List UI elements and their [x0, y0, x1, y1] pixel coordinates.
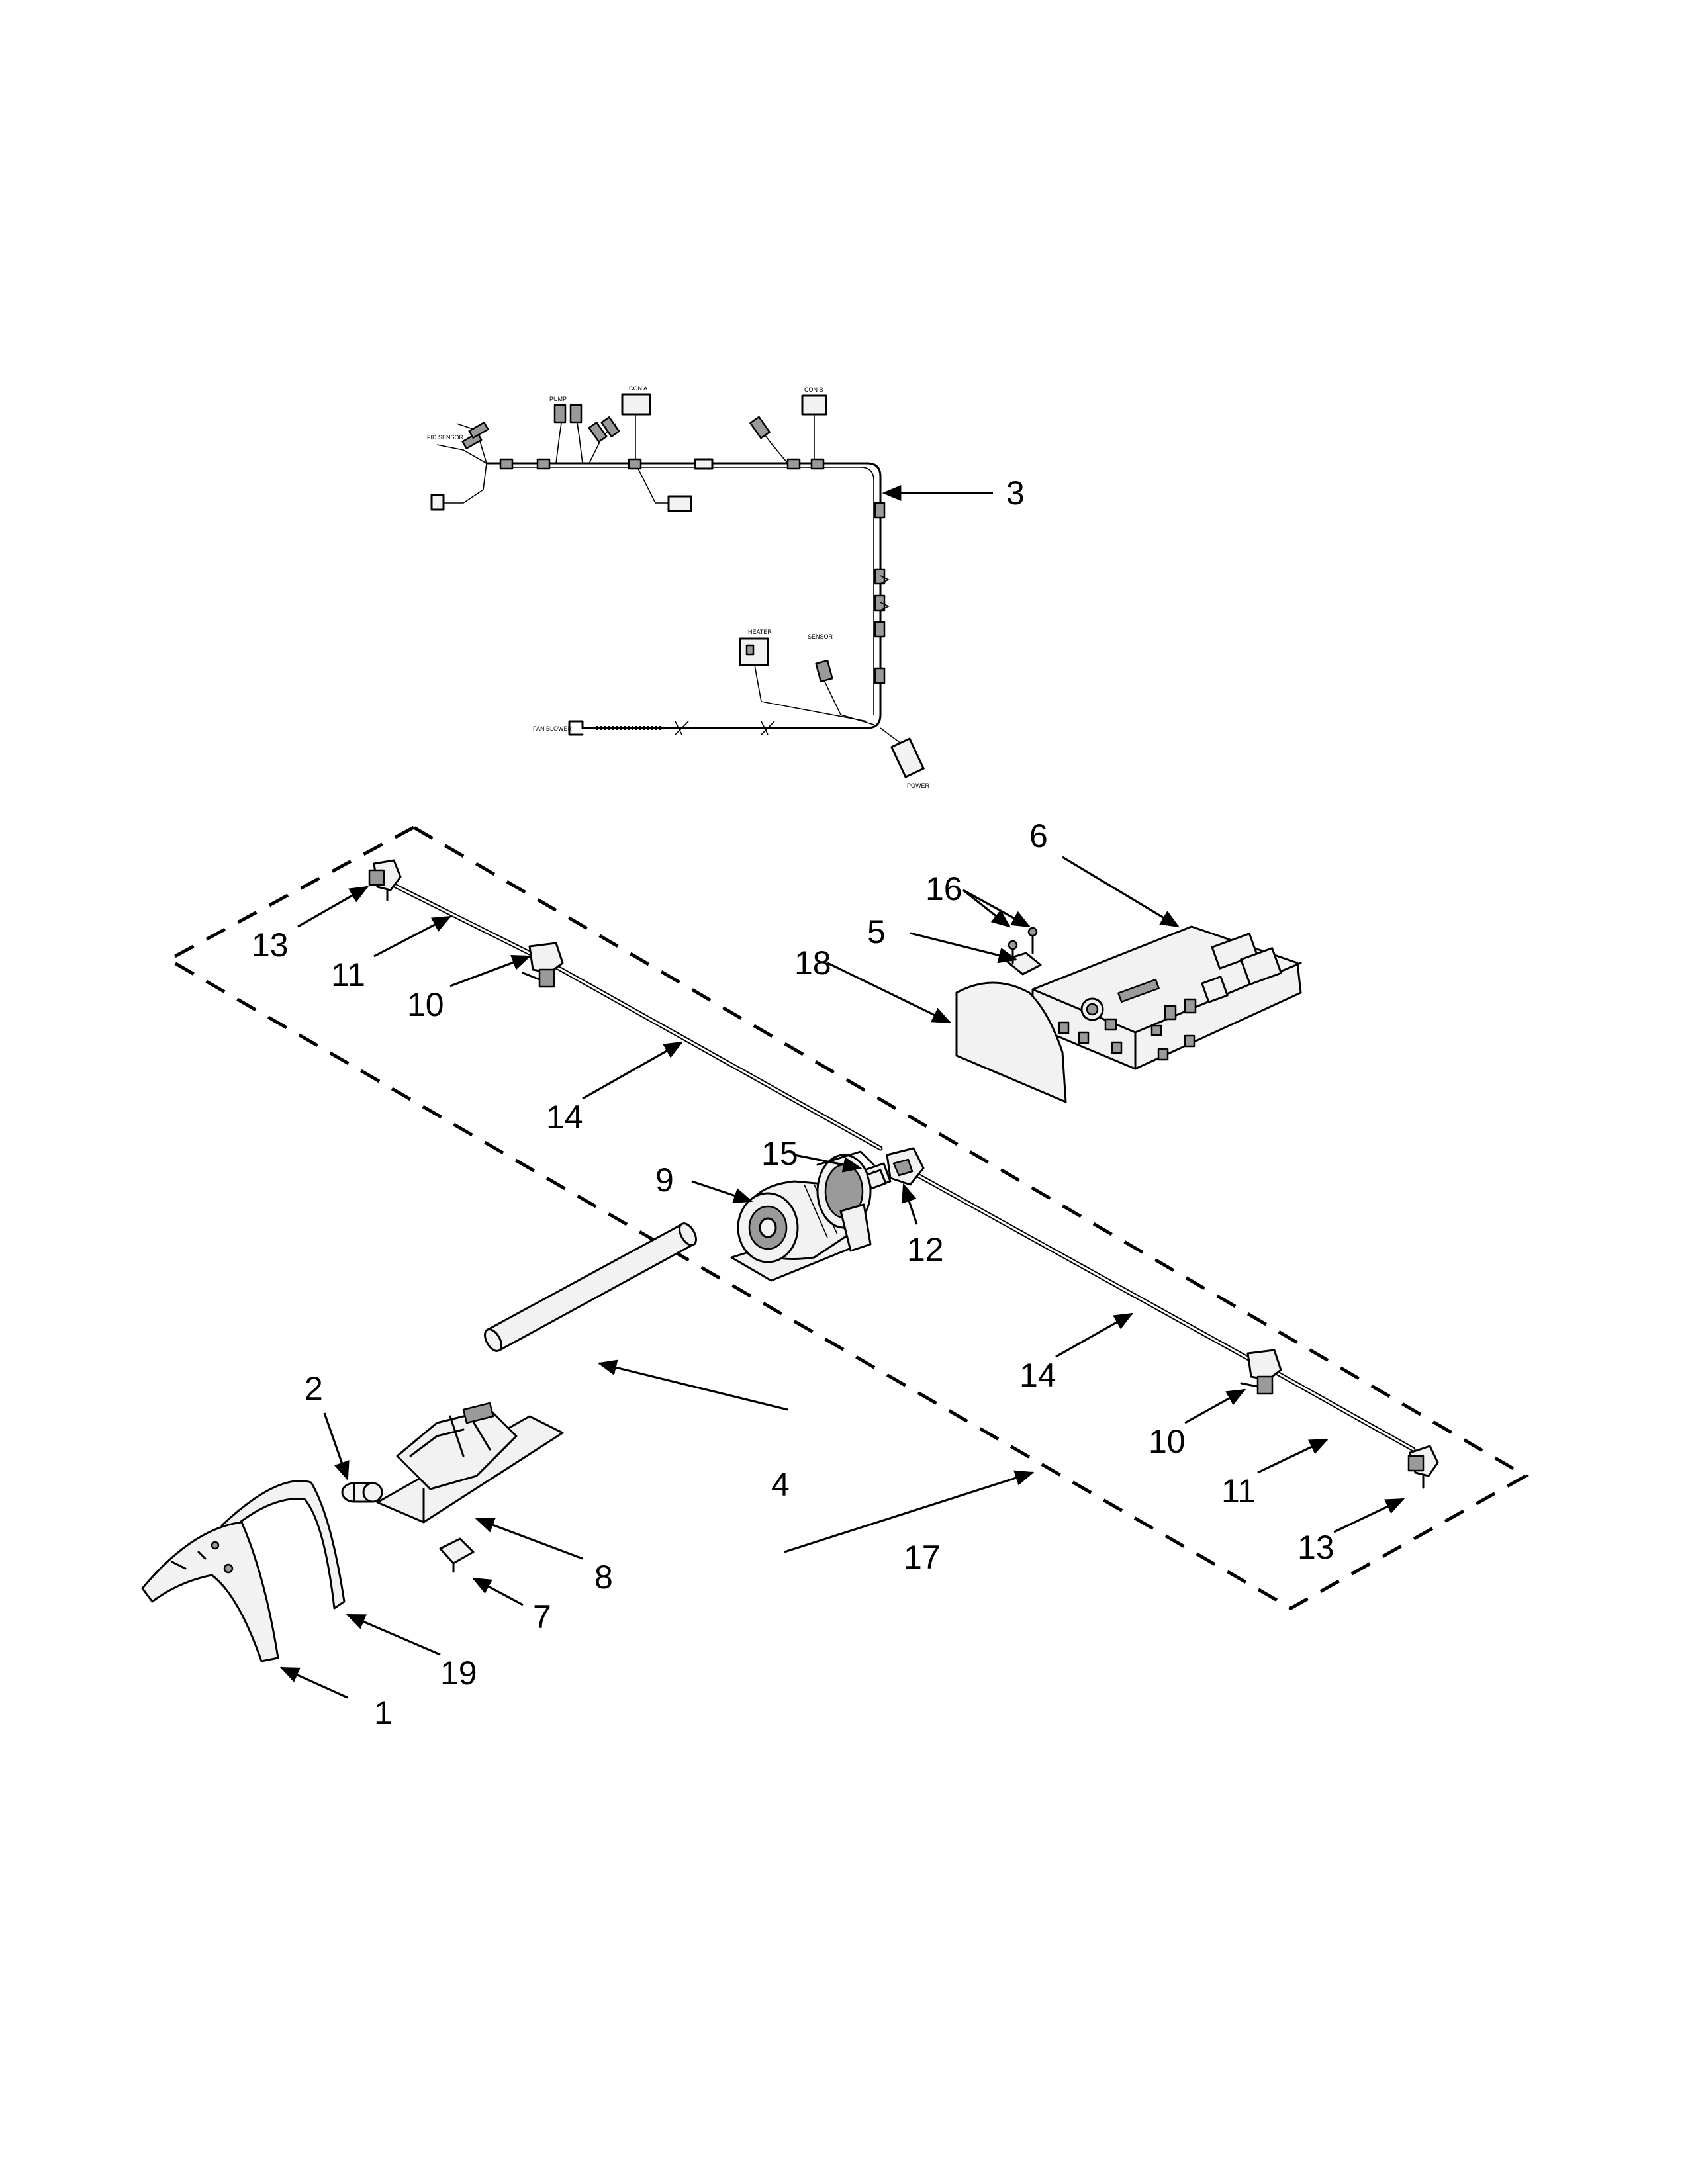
harness-label-con-b: CON B — [804, 387, 823, 393]
shield-panel — [955, 981, 1067, 1103]
pump-base — [376, 1402, 564, 1524]
harness-label-fan-blower: FAN BLOWER — [533, 725, 573, 732]
callout-15: 15 — [761, 1135, 798, 1172]
callout-9: 9 — [655, 1161, 674, 1199]
callout-1: 1 — [374, 1694, 393, 1731]
y-connector — [886, 1147, 925, 1186]
callout-6: 6 — [1029, 817, 1048, 854]
callout-3: 3 — [1006, 475, 1025, 512]
tubing-assembly — [388, 881, 1416, 1452]
callout-19: 19 — [440, 1655, 477, 1692]
callout-4: 4 — [771, 1466, 790, 1503]
callout-18: 18 — [794, 944, 831, 981]
callout-labels: 3 6 16 5 18 13 11 10 14 15 9 12 14 10 11… — [252, 475, 1335, 1731]
assembly-17-outline — [165, 825, 1530, 1610]
callout-7: 7 — [533, 1598, 551, 1635]
callout-14-lower: 14 — [1019, 1357, 1056, 1394]
callout-11-upper: 11 — [331, 956, 365, 993]
harness-label-power: POWER — [907, 782, 930, 789]
tee-fitting-upper — [522, 942, 564, 988]
callout-16: 16 — [925, 870, 962, 907]
drain-hose — [484, 1222, 697, 1352]
elbow-fitting-upper — [368, 859, 402, 901]
callout-10-lower: 10 — [1149, 1423, 1186, 1460]
elbow-fitting-lower — [1407, 1445, 1439, 1489]
callout-11-lower: 11 — [1221, 1473, 1256, 1510]
harness-label-con-a: CON A — [629, 385, 647, 392]
bracket — [1004, 952, 1042, 976]
wiring-harness: HEATER SENSOR FAN BLOWER POWER CON A CON… — [427, 385, 930, 789]
harness-label-sensor: SENSOR — [808, 633, 833, 640]
callout-12: 12 — [907, 1231, 944, 1268]
callout-2: 2 — [305, 1370, 323, 1407]
clip — [439, 1537, 475, 1573]
control-board — [1031, 925, 1302, 1070]
harness-label-pump: PUMP — [549, 396, 567, 402]
callout-8: 8 — [594, 1559, 613, 1596]
curved-gasket — [220, 1480, 346, 1610]
callout-10-upper: 10 — [407, 986, 444, 1023]
callout-13-upper: 13 — [252, 927, 289, 964]
tee-fitting-lower — [1240, 1349, 1282, 1395]
pump-motor — [730, 1150, 887, 1282]
callout-14-upper: 14 — [546, 1099, 583, 1136]
leader-arrows — [279, 485, 1405, 1699]
plug — [341, 1482, 383, 1503]
callout-5: 5 — [867, 913, 886, 950]
curved-cover — [141, 1521, 279, 1662]
callout-13-lower: 13 — [1297, 1529, 1335, 1566]
callout-17: 17 — [904, 1539, 941, 1576]
harness-label-heater: HEATER — [748, 629, 772, 635]
harness-label-fid-sensor: FID SENSOR — [427, 434, 464, 441]
